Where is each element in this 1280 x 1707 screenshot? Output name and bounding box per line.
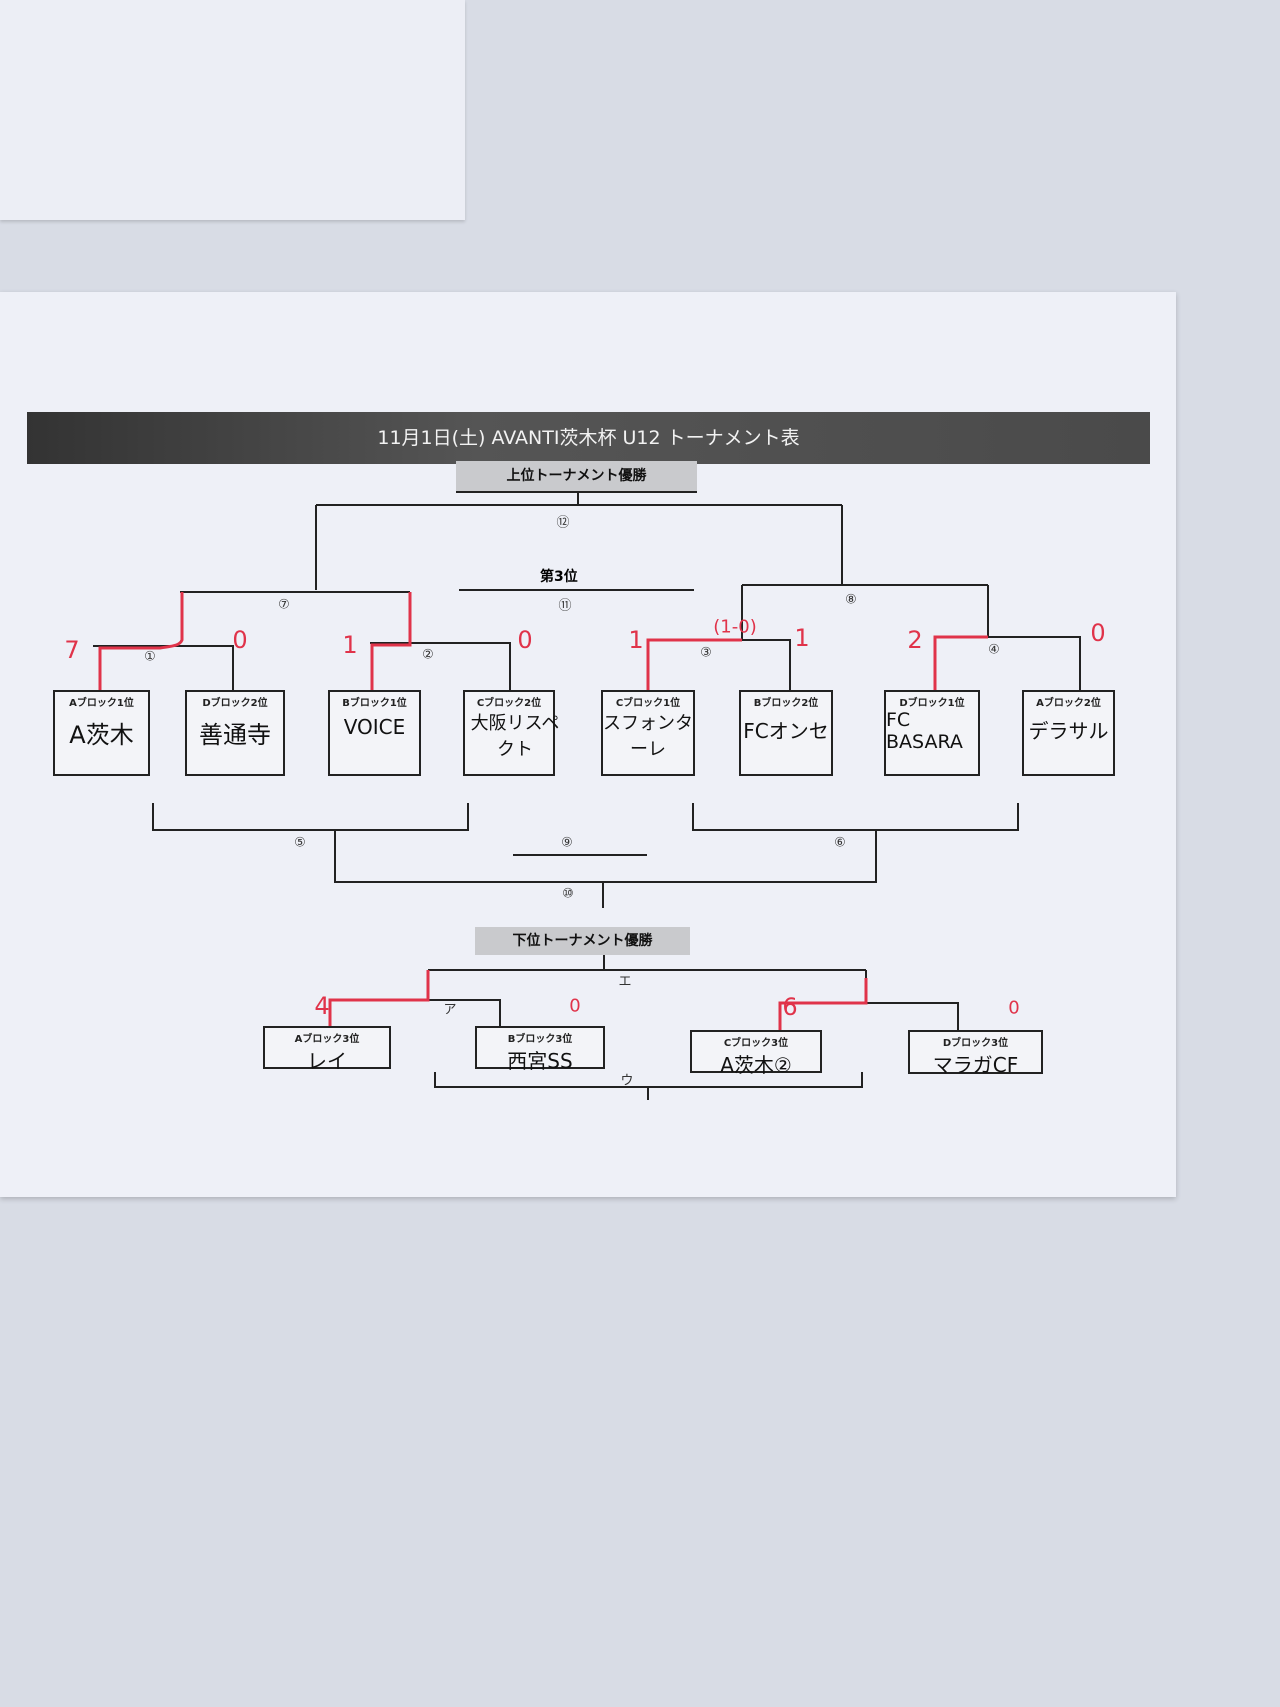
team-name: FC BASARA — [886, 709, 963, 753]
team-slot: Cブロック3位 — [723, 1038, 789, 1049]
team-box: Bブロック3位西宮SS — [475, 1026, 605, 1073]
team-name: デラサル — [1028, 719, 1109, 743]
team-slot: Dブロック3位 — [942, 1038, 1009, 1049]
team-name: FCオンセ — [743, 719, 829, 743]
upper-champion-label: 上位トーナメント優勝 — [456, 461, 697, 492]
team-box: Dブロック3位マラガCF — [908, 1030, 1043, 1077]
team-name: 西宮SS — [507, 1049, 573, 1073]
team-name: マラガCF — [932, 1053, 1019, 1077]
team-box: Aブロック3位レイ — [263, 1026, 391, 1073]
team-name: A茨木② — [720, 1053, 792, 1077]
match-number: ④ — [988, 642, 1000, 658]
team-slot: Cブロック1位 — [615, 698, 681, 709]
match-number: ⑨ — [561, 835, 573, 851]
match-number: ③ — [700, 645, 712, 661]
score: 4 — [314, 992, 330, 1020]
team-box: Aブロック2位デラサル — [1022, 690, 1115, 776]
match-number: ① — [144, 649, 156, 665]
team-name: レイ — [307, 1049, 347, 1073]
team-name: VOICE — [343, 715, 406, 739]
team-box: Dブロック2位善通寺 — [185, 690, 285, 776]
team-slot: Bブロック1位 — [342, 698, 407, 709]
lower-champion-label: 下位トーナメント優勝 — [475, 927, 690, 955]
winner-path — [98, 592, 988, 1030]
score: 0 — [517, 626, 533, 654]
team-slot: Cブロック2位 — [476, 698, 542, 709]
team-slot: Bブロック3位 — [507, 1034, 573, 1045]
match-number: ⑪ — [558, 598, 572, 614]
team-box: Aブロック1位 A茨木 — [53, 690, 150, 776]
third-place-label: 第3位 — [540, 569, 578, 585]
score: 2 — [907, 626, 923, 654]
score: 1 — [794, 624, 810, 652]
team-slot: Aブロック3位 — [294, 1034, 360, 1045]
team-box: Bブロック1位 VOICE — [328, 690, 421, 776]
match-number: ⑫ — [556, 515, 570, 531]
team-name: A茨木 — [69, 721, 134, 749]
score: 6 — [782, 993, 798, 1021]
match-number: ア — [443, 1002, 457, 1018]
match-number: ⑦ — [278, 597, 290, 613]
score: 1 — [342, 631, 358, 659]
match-number: ⑤ — [294, 835, 306, 851]
team-box: Bブロック2位 FCオンセ — [739, 690, 833, 776]
team-name: 善通寺 — [199, 721, 271, 749]
match-number: ② — [422, 647, 434, 663]
page-title: 11月1日(土) AVANTI茨木杯 U12 トーナメント表 — [27, 412, 1150, 464]
match-number: ウ — [620, 1073, 634, 1089]
score: 7 — [64, 636, 80, 664]
team-box: Cブロック2位大阪リスペクト — [463, 690, 559, 776]
team-slot: Dブロック1位 — [899, 698, 965, 709]
background-paper — [0, 0, 465, 220]
score: 0 — [1008, 997, 1020, 1019]
team-slot: Aブロック2位 — [1036, 698, 1101, 709]
team-slot: Bブロック2位 — [753, 698, 819, 709]
score: 0 — [232, 626, 248, 654]
team-slot: Dブロック2位 — [202, 698, 268, 709]
match-number: エ — [618, 974, 632, 990]
match-number: ⑥ — [834, 835, 846, 851]
score: 0 — [1090, 619, 1106, 647]
team-box: Cブロック3位 A茨木② — [690, 1030, 822, 1077]
pk-score: (1-0) — [713, 616, 757, 638]
match-number: ⑩ — [562, 886, 574, 902]
team-name: 大阪リスペクト — [470, 713, 560, 760]
team-name: スフォンターレ — [603, 713, 693, 760]
score: 1 — [628, 626, 644, 654]
team-box: Cブロック1位スフォンターレ — [601, 690, 695, 776]
match-number: ⑧ — [845, 592, 857, 608]
team-slot: Aブロック1位 — [69, 698, 134, 709]
score: 0 — [569, 995, 581, 1017]
